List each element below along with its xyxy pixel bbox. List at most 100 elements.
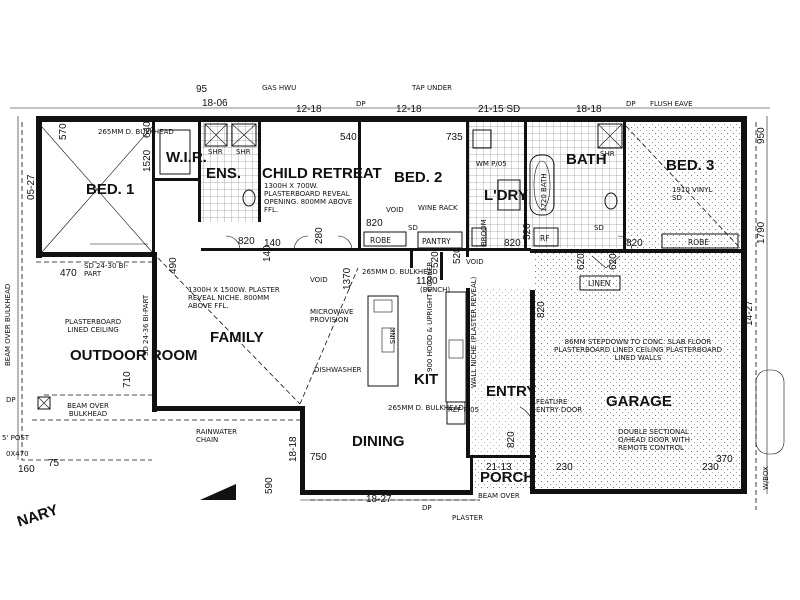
note-plaster-reveal: WALL NICHE (PLASTER REVEAL) (470, 276, 478, 388)
post-box (37, 396, 51, 410)
car-outline (755, 369, 785, 455)
note-sectional-door: DOUBLE SECTIONAL O/HEAD DOOR WITH REMOTE… (618, 428, 690, 452)
dim-05-27: 05-27 (26, 174, 37, 200)
rf-box (533, 227, 559, 247)
entry-door-swing (519, 406, 535, 441)
dim-18-18-b: 18-18 (288, 436, 299, 462)
dim-820-b: 820 (366, 218, 383, 229)
dim-470: 470 (60, 268, 77, 279)
dim-1370: 1370 (342, 267, 353, 290)
porch-floor (473, 458, 530, 490)
note-post: 5' POST (2, 434, 30, 442)
dim-230-b: 230 (702, 462, 719, 473)
dim-820-c: 820 (504, 238, 521, 249)
label-robe-2: ROBE (688, 238, 709, 247)
label-bed1: BED. 1 (86, 181, 134, 198)
dim-140-a: 140 (264, 238, 281, 249)
note-wine-rack: WINE RACK (418, 204, 458, 212)
label-rf: RF (540, 234, 550, 243)
label-bath: BATH (566, 151, 607, 168)
garage-left-wall (530, 290, 535, 494)
label-dining: DINING (352, 433, 405, 450)
section-marker (200, 484, 236, 500)
dim-520-c: 520 (522, 223, 533, 240)
label-ens: ENS. (206, 165, 241, 182)
wir-wall (152, 122, 155, 252)
retreat-bottom-wall (201, 248, 361, 251)
family-left-wall (152, 252, 157, 412)
note-bulkhead-bed1: 265MM D. BULKHEAD (98, 128, 174, 136)
entry-floor (470, 288, 530, 455)
ldry-left-wall (466, 122, 469, 257)
note-tap-under: TAP UNDER (411, 84, 452, 92)
dim-140-b: 140 (262, 245, 273, 262)
label-garage: GARAGE (606, 393, 672, 410)
dim-620-b: 620 (608, 253, 619, 270)
note-bi-part-2: SD 24-36 BI-PART (142, 294, 150, 356)
tub-label: 1720 BATH (540, 173, 548, 212)
note-void-1: VOID (386, 206, 404, 214)
dim-160: 160 (18, 464, 35, 475)
dim-12-18-a: 12-18 (296, 104, 322, 115)
note-wbox: W/BOX (762, 466, 770, 490)
wir-shelf (159, 129, 191, 175)
sd-2: SD (408, 224, 418, 232)
label-pantry: PANTRY (422, 237, 451, 246)
dim-950: 950 (756, 127, 767, 144)
note-bi-part-1: SD 24-30 BI-PART (84, 262, 128, 278)
label-linen: LINEN (588, 279, 610, 288)
retreat-shower (231, 123, 257, 147)
dim-710: 710 (122, 371, 133, 388)
note-bulkhead-dining: 265MM D. BULKHEAD (388, 404, 464, 412)
note-rainwater-chain: RAINWATER CHAIN (196, 428, 237, 444)
dim-14-27: 14-27 (744, 300, 755, 326)
garage-bottom-wall (530, 489, 747, 494)
robe-bed3 (661, 233, 739, 249)
laundry-tiles (469, 122, 524, 248)
label-outdoor-room: OUTDOOR ROOM (70, 347, 198, 364)
note-plasterboard-ceiling: PLASTERBOARD LINED CEILING (65, 318, 121, 334)
porch-top-wall (466, 455, 536, 458)
linen-box (579, 275, 621, 291)
label-bed3: BED. 3 (666, 157, 714, 174)
dim-21-15: 21-15 SD (478, 104, 520, 115)
dp-4: DP (6, 396, 16, 404)
note-hood-cooker: 900 HOOD & UPRIGHT COOKER (426, 261, 434, 372)
dim-520-a: 520 (430, 251, 441, 268)
label-ldry: L'DRY (484, 187, 528, 204)
ref-label: REF P/05 (448, 406, 479, 414)
pantry-box (417, 231, 463, 249)
laundry-tub (472, 129, 492, 149)
dim-820-a: 820 (238, 236, 255, 247)
dim-1180: 1180 (416, 276, 438, 287)
note-vinyl-sd: 1910 VINYL SD (672, 186, 712, 202)
wm-label: WM P/05 (476, 160, 507, 168)
note-bench: (BENCH) (420, 286, 450, 294)
note-bulkhead-kitchen: 265MM D. BULKHEAD (362, 268, 438, 276)
dim-75: 75 (48, 458, 60, 469)
dim-21-13: 21-13 (486, 462, 512, 473)
bath-left-wall (524, 122, 527, 250)
family-bottom-wall (152, 406, 302, 411)
bed2-bottom-wall (358, 248, 468, 251)
note-beam-over: BEAM OVER (478, 492, 520, 500)
wir-bottom (152, 178, 200, 181)
retreat-left-wall (258, 122, 261, 222)
dim-590: 590 (264, 477, 275, 494)
sd-1: SD (594, 224, 604, 232)
dim-18-18: 18-18 (576, 104, 602, 115)
shr-2: SHR (236, 148, 251, 156)
note-void-3: VOID (466, 258, 484, 266)
garage-top-wall (530, 249, 741, 253)
outdoor-eave-line (21, 122, 152, 461)
kitchen-island (367, 295, 399, 387)
shr-1: SHR (208, 148, 223, 156)
dim-12-18-b: 12-18 (396, 104, 422, 115)
dim-230-a: 230 (556, 462, 573, 473)
bed3-carpet (626, 122, 741, 249)
note-plaster: PLASTER (452, 514, 483, 522)
entry-left-wall (466, 288, 470, 458)
bath-shower (597, 123, 623, 149)
left-wall (36, 116, 42, 258)
